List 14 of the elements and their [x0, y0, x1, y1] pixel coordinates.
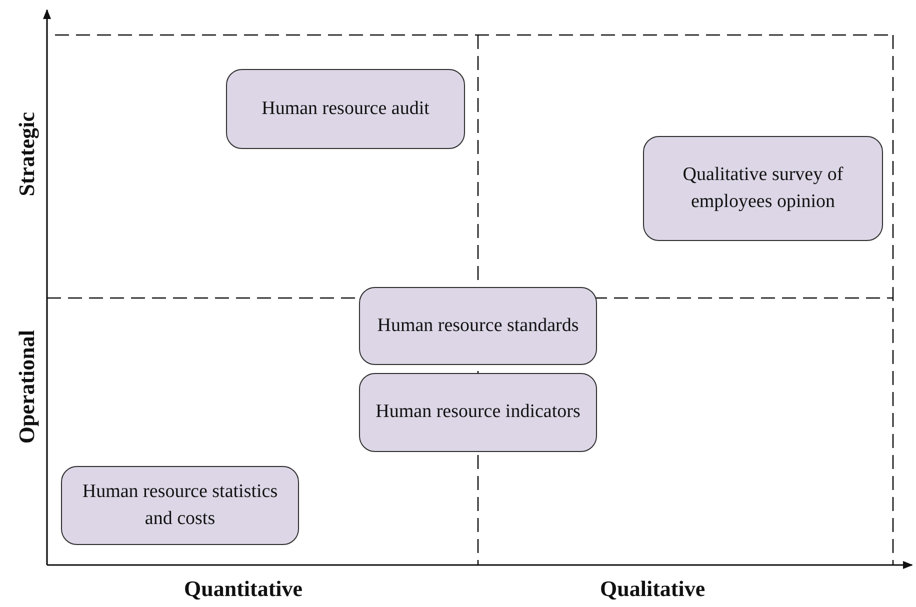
axis-label: Qualitative: [600, 576, 706, 602]
box-label: Human resource audit: [262, 96, 430, 121]
rounded-box: [643, 136, 883, 241]
box-label: Human resource statistics and costs: [81, 480, 279, 530]
box-label: Human resource standards: [377, 314, 579, 338]
axis-label: Quantitative: [184, 576, 303, 602]
rounded-box: [359, 373, 597, 452]
box-label: Human resource indicators: [376, 400, 580, 424]
rounded-box: [61, 466, 299, 545]
axis-label: Strategic: [14, 112, 40, 196]
rounded-box: [359, 287, 597, 365]
box-label: Qualitative survey of employees opinion: [682, 162, 844, 214]
axis-label: Operational: [14, 330, 40, 444]
rounded-box: [226, 69, 465, 149]
